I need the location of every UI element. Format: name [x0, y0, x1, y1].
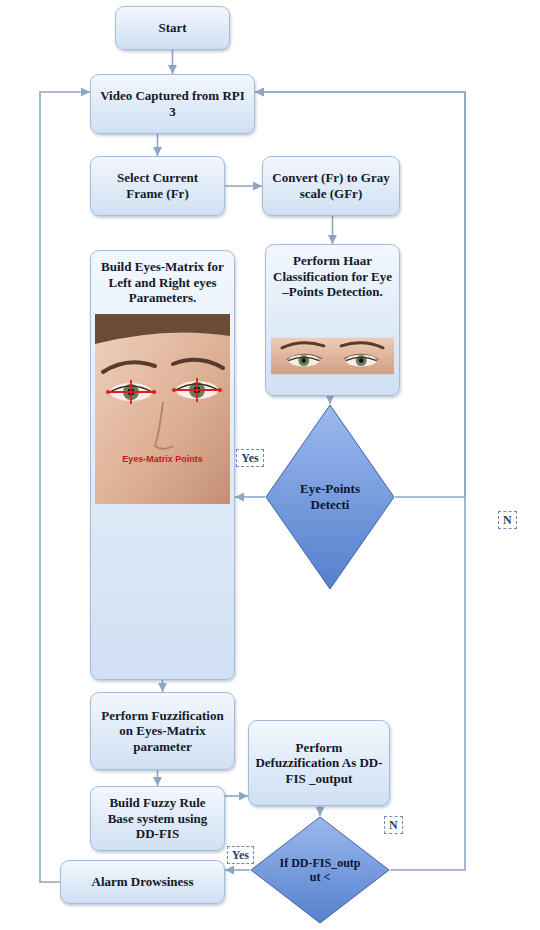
node-label: Convert (Fr) to Gray scale (GFr): [269, 170, 393, 201]
eye-matrix-photo: [95, 314, 230, 504]
node-label: Select Current Frame (Fr): [97, 170, 218, 201]
branch-label: Yes: [227, 846, 254, 864]
diamond-shape: [251, 817, 389, 923]
branch-label: N: [498, 511, 517, 529]
flow-arrow: [332, 216, 334, 244]
flow-arrow: [172, 50, 174, 74]
decision-diamond: If DD-FIS_outp ut <: [250, 816, 390, 924]
decision-label: Eye-Points Detecti: [293, 481, 367, 512]
process-box: Build Fuzzy Rule Base system using DD-FI…: [90, 786, 225, 851]
alarm-box: Alarm Drowsiness: [60, 860, 225, 904]
flow-arrow: [225, 185, 262, 187]
terminal-box: Start: [115, 6, 230, 50]
node-label: Build Fuzzy Rule Base system using DD-FI…: [97, 795, 218, 842]
flow-arrow: [255, 92, 465, 497]
node-label: Perform Fuzzification on Eyes-Matrix par…: [97, 708, 228, 755]
eye-photo: [271, 337, 394, 375]
process-box: Video Captured from RPI 3: [90, 74, 255, 134]
flow-arrow: [225, 795, 248, 797]
flow-arrow: [235, 496, 265, 498]
node-label: Build Eyes-Matrix for Left and Right eye…: [97, 259, 228, 306]
flow-arrow: [329, 396, 331, 404]
flow-arrow: [162, 680, 164, 692]
node-label: Alarm Drowsiness: [92, 874, 194, 890]
flow-arrow: [319, 806, 321, 816]
decision-diamond: Eye-Points Detecti: [265, 404, 395, 590]
flow-arrow: [157, 134, 159, 156]
process-box: Build Eyes-Matrix for Left and Right eye…: [90, 250, 235, 680]
node-label: Perform Haar Classification for Eye –Poi…: [272, 253, 393, 300]
branch-label: Yes: [236, 449, 263, 467]
flow-arrow: [40, 92, 90, 882]
process-box: Perform Fuzzification on Eyes-Matrix par…: [90, 692, 235, 770]
process-box: Convert (Fr) to Gray scale (GFr): [262, 156, 400, 216]
diamond-shape: [266, 405, 394, 589]
node-label: Perform Defuzzification As DD-FIS _outpu…: [255, 740, 383, 787]
process-box: Perform Defuzzification As DD-FIS _outpu…: [248, 720, 390, 806]
process-box: Select Current Frame (Fr): [90, 156, 225, 216]
decision-label: If DD-FIS_outp ut <: [279, 856, 361, 885]
flow-arrow: [157, 770, 159, 786]
branch-label: N: [384, 816, 403, 834]
node-label: Start: [158, 20, 186, 36]
node-label: Video Captured from RPI 3: [97, 88, 248, 119]
flow-arrow: [225, 869, 250, 871]
process-box: Perform Haar Classification for Eye –Poi…: [265, 244, 400, 396]
